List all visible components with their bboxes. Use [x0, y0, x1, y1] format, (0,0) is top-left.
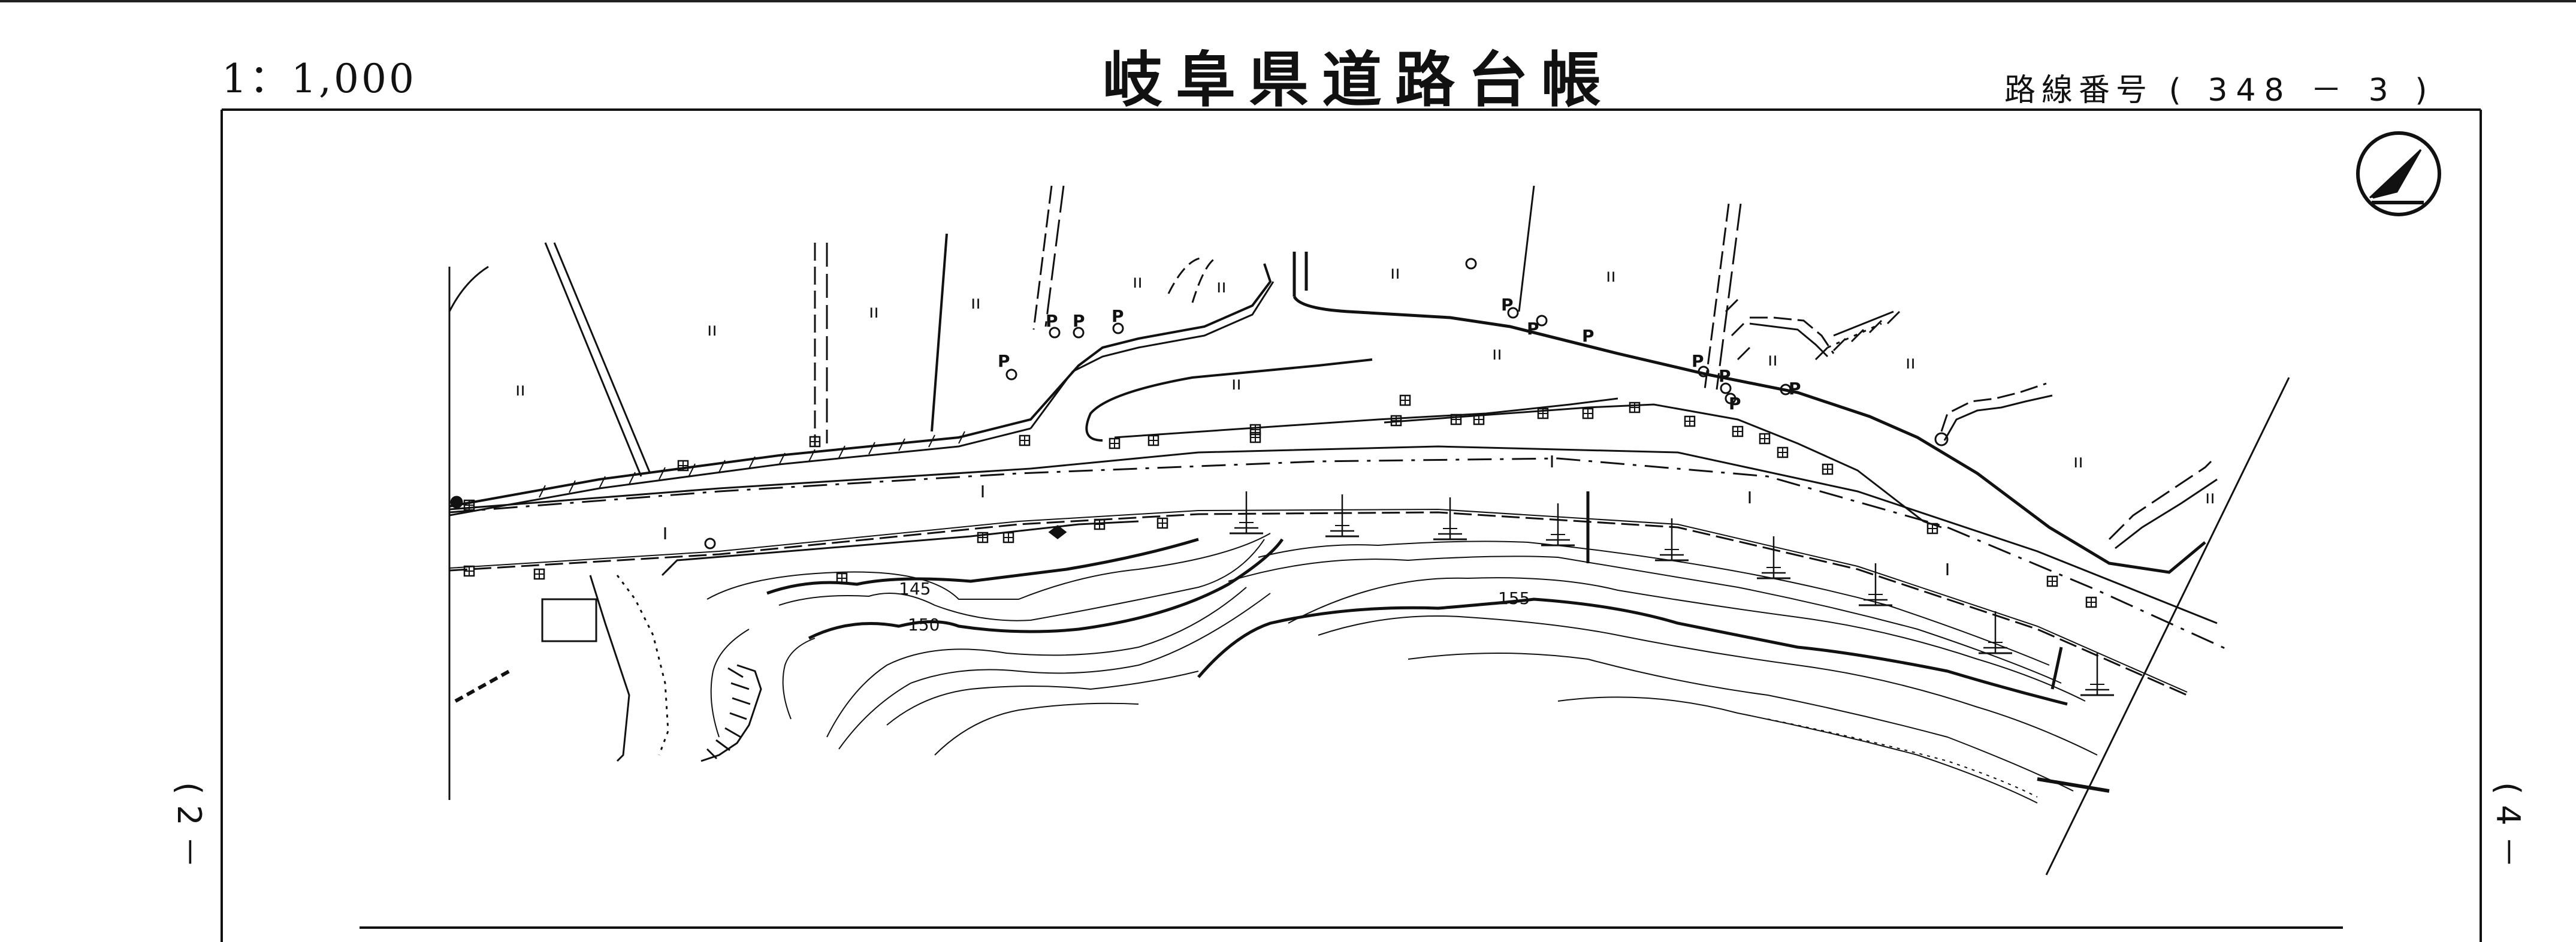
traffic-island: [1085, 358, 1618, 442]
north-arrow-icon: [2356, 131, 2441, 216]
field-mark: ıı: [869, 301, 879, 322]
utility-poles: [704, 258, 1949, 550]
field-mark: ıı: [707, 319, 717, 340]
route-number-label: 路線番号: [2004, 73, 2154, 108]
field-mark: ıı: [1768, 349, 1778, 370]
field-mark: ıı: [1492, 343, 1502, 364]
field-mark: ıı: [515, 379, 526, 400]
pole-label: P: [1046, 311, 1058, 331]
contour-label-150: 150: [908, 615, 940, 635]
field-mark: ıı: [1390, 262, 1400, 283]
pole-label: P: [1692, 351, 1704, 371]
field-mark: ıı: [971, 292, 981, 313]
drawing-area-edges: [448, 265, 2290, 875]
misc-marks: [450, 455, 2063, 690]
slope-ticks: [1725, 298, 1901, 361]
property-boundaries: [544, 185, 1742, 477]
inner-lane-line: [1384, 403, 1942, 529]
field-mark: ıı: [1905, 352, 1916, 373]
south-boundaries: [454, 520, 2110, 793]
pole-label: P: [1729, 394, 1741, 413]
field-mark: ıı: [1133, 271, 1143, 292]
pole-label: P: [998, 351, 1010, 371]
pole-labels: P P P P P P P P P P P: [998, 295, 1801, 413]
pole-label: P: [1582, 326, 1594, 346]
road-lines: [449, 445, 2230, 696]
map-frame: [221, 108, 2482, 942]
north-road-edge-right: [1292, 252, 2206, 574]
north-side-wall: [449, 263, 1275, 517]
map-scale: 1：1,000: [222, 56, 416, 102]
contour-label-155: 155: [1498, 588, 1530, 608]
field-mark: ıı: [2205, 487, 2215, 508]
field-mark: ıı: [1216, 276, 1227, 297]
field-mark: ıı: [2073, 451, 2083, 472]
top-border-line: [0, 0, 2576, 2]
survey-markers: [463, 394, 2097, 608]
embankment-symbols: [1228, 490, 2115, 696]
route-number-value: ( 348 － 3 ): [2169, 73, 2436, 108]
field-mark: ıı: [1231, 373, 1242, 394]
stair-steps: [700, 664, 762, 762]
field-mark: ıı: [1606, 265, 1616, 286]
contour-label-145: 145: [899, 579, 931, 599]
pole-label: P: [1112, 306, 1124, 326]
driveways: [1749, 310, 2218, 550]
pole-label: P: [1501, 295, 1514, 315]
field-marks: ıı ıı ıı ıı ıı ıı ıı ıı ıı ıı ıı ıı ıı ı…: [515, 262, 2215, 508]
contour-labels: 145 150 155: [899, 579, 1530, 635]
contour-lines: [706, 533, 2098, 804]
route-number-block: 路線番号 ( 348 － 3 ): [2004, 65, 2436, 110]
pole-label: P: [1719, 366, 1731, 386]
pole-label: P: [1527, 319, 1539, 339]
pole-label: P: [1789, 379, 1801, 398]
page-title: 岐阜県道路台帳: [1103, 45, 1614, 115]
pole-label: P: [1073, 311, 1085, 331]
